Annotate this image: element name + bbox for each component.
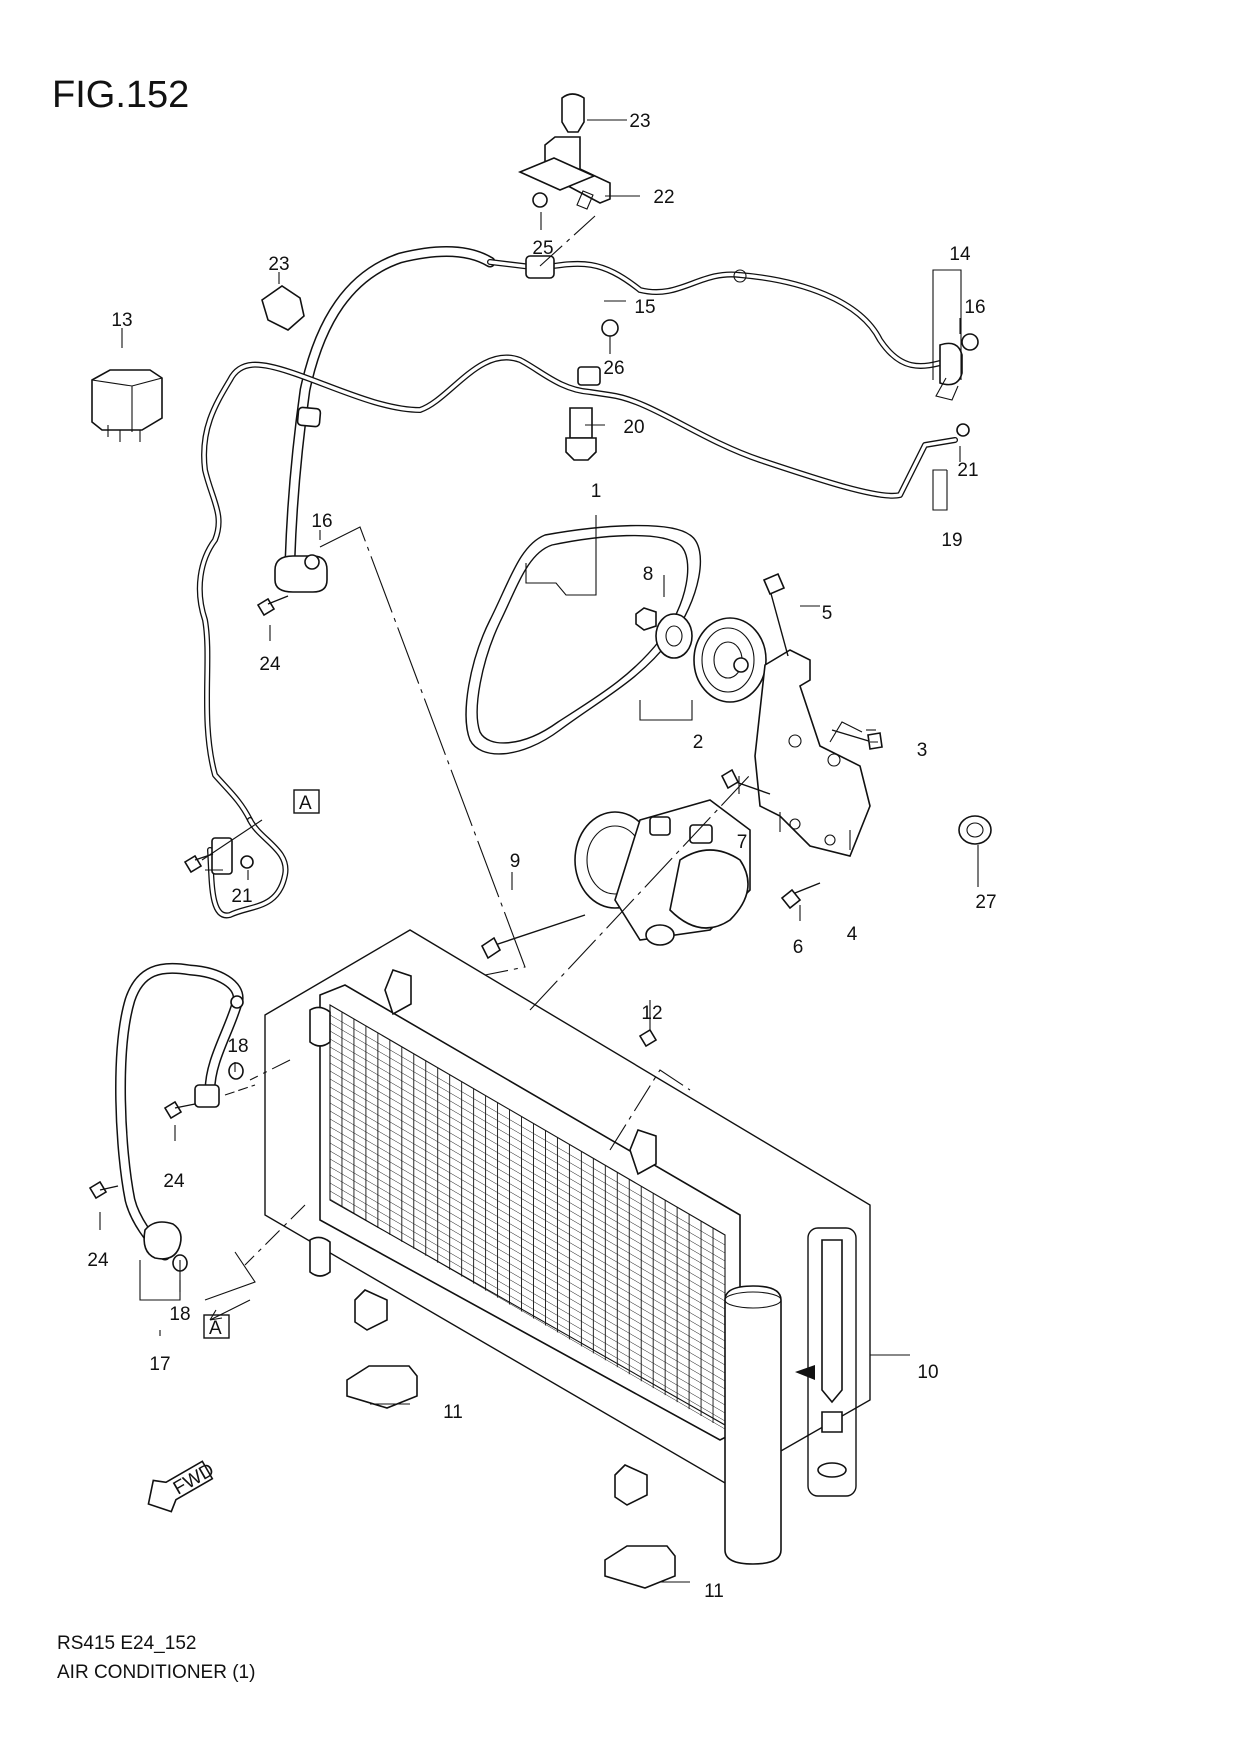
seal-27: [958, 815, 992, 845]
callout-11b: 11: [704, 1581, 724, 1602]
drive-belt: [465, 524, 702, 755]
callout-16b: 16: [311, 511, 332, 532]
callout-9: 9: [510, 851, 521, 872]
callout-4: 4: [847, 924, 858, 945]
callout-20: 20: [623, 417, 644, 438]
figure-code: RS415 E24_152: [57, 1633, 197, 1654]
fwd-arrow-icon: FWD: [147, 1460, 218, 1513]
condenser-frame: [264, 929, 871, 1484]
lower-hose: [88, 962, 244, 1261]
callout-19: 19: [941, 530, 962, 551]
callout-24c: 24: [87, 1250, 109, 1271]
discharge-pipe: [487, 255, 963, 401]
callout-3: 3: [917, 740, 928, 761]
callout-24a: 24: [259, 654, 281, 675]
figure-title: FIG.152: [52, 74, 190, 116]
callout-17: 17: [149, 1354, 170, 1375]
bolts-upper: [183, 319, 979, 874]
callout-26: 26: [603, 358, 624, 379]
callout-21a: 21: [957, 460, 978, 481]
suction-hose: [274, 246, 496, 593]
callout-18b: 18: [169, 1304, 190, 1325]
callout-2: 2: [693, 732, 704, 753]
callout-21b: 21: [231, 886, 252, 907]
desiccant-kit: [807, 1227, 857, 1497]
callout-16a: 16: [964, 297, 985, 318]
clip-23: [261, 285, 305, 331]
callout-labels: 1 2 3 4 5 6 7 8 9 10 11 11 12 13 14 15 1…: [87, 111, 996, 1602]
callout-18a: 18: [227, 1036, 248, 1057]
liquid-pipe: [196, 354, 958, 919]
section-marker-lower: A: [203, 1314, 230, 1339]
callout-27: 27: [975, 892, 996, 913]
callout-10: 10: [917, 1362, 938, 1383]
callout-6: 6: [793, 937, 804, 958]
pulley: [635, 607, 767, 703]
svg-text:A: A: [299, 793, 312, 814]
callout-13: 13: [111, 310, 132, 331]
callout-7: 7: [737, 832, 748, 853]
section-marker-upper: A: [293, 789, 320, 814]
callout-1: 1: [591, 481, 602, 502]
callout-23b: 23: [268, 254, 289, 275]
leader-lines: [99, 119, 979, 1583]
callout-11a: 11: [443, 1402, 463, 1423]
compressor-bracket: [754, 649, 871, 857]
relay: [91, 369, 163, 442]
callout-24b: 24: [163, 1171, 185, 1192]
callout-8: 8: [643, 564, 654, 585]
condenser-core: [319, 984, 741, 1441]
callout-23a: 23: [629, 111, 650, 132]
mounting-brackets: [309, 969, 676, 1589]
compressor-bolts: [480, 572, 883, 960]
callout-22: 22: [653, 187, 674, 208]
figure-name: AIR CONDITIONER (1): [57, 1662, 256, 1683]
pressure-switch: [565, 407, 597, 461]
hose-clamp-bracket: [517, 93, 611, 210]
callout-15: 15: [634, 297, 655, 318]
compressor: [574, 799, 751, 946]
svg-text:A: A: [209, 1318, 222, 1339]
arrow-marker: [795, 1365, 815, 1380]
receiver-dryer: [724, 1285, 782, 1565]
callout-14: 14: [949, 244, 971, 265]
callout-5: 5: [822, 603, 833, 624]
callout-25: 25: [532, 238, 553, 259]
callout-12: 12: [641, 1003, 662, 1024]
